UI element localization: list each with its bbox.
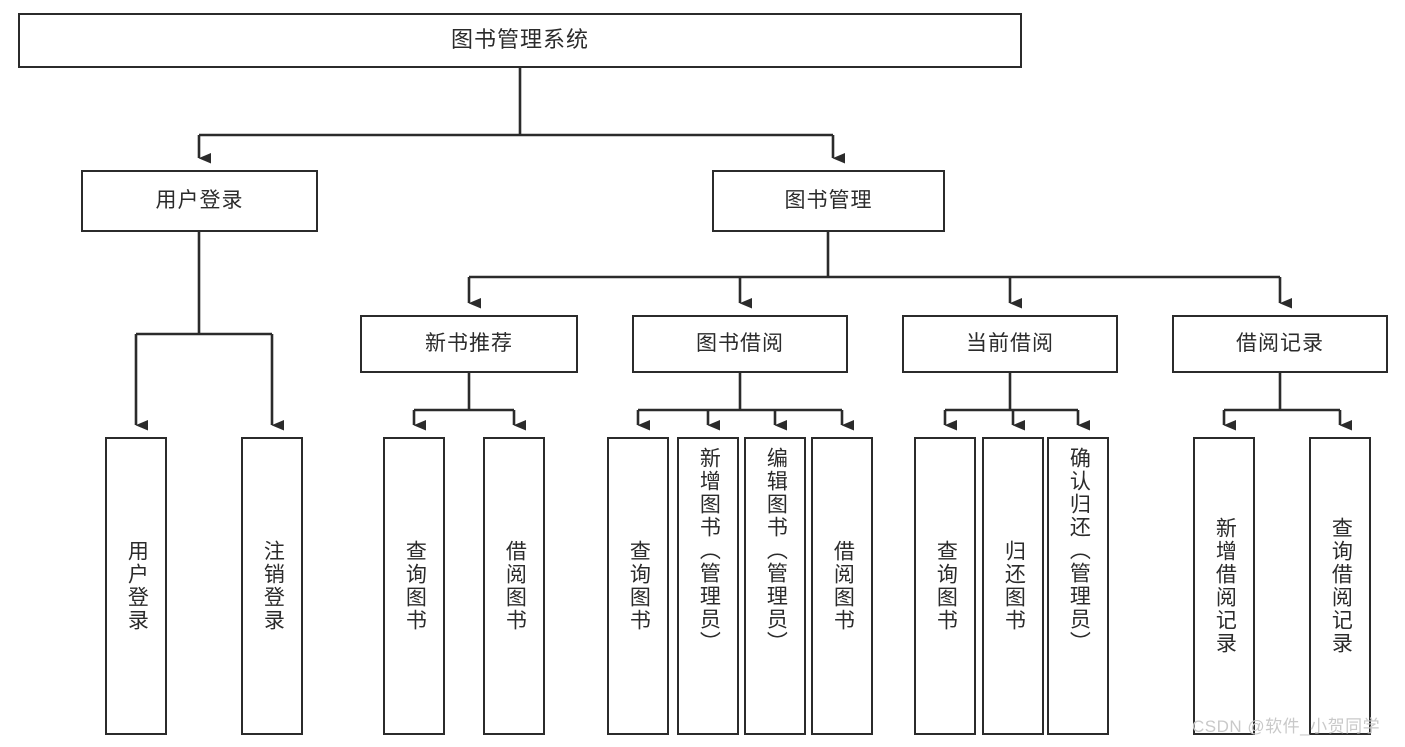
node-label: 新书推荐	[425, 332, 513, 356]
leaf-record-add-borrow-record[interactable]: 新增借阅记录	[1193, 437, 1255, 735]
leaf-user-login-login[interactable]: 用户登录	[105, 437, 167, 735]
node-book-management[interactable]: 图书管理	[712, 170, 945, 232]
node-label: 查询图书	[934, 540, 958, 632]
leaf-current-confirm-return-admin[interactable]: 确认归还（管理员）	[1047, 437, 1109, 735]
leaf-user-login-logout[interactable]: 注销登录	[241, 437, 303, 735]
node-label: 新增借阅记录	[1213, 517, 1237, 655]
node-label: 确认归还（管理员）	[1067, 447, 1091, 654]
node-label: 查询图书	[627, 540, 651, 632]
node-label: 借阅图书	[503, 540, 527, 632]
node-label: 图书借阅	[696, 332, 784, 356]
leaf-borrow-query-books[interactable]: 查询图书	[607, 437, 669, 735]
node-label: 借阅记录	[1236, 332, 1324, 356]
node-new-book-recommendation[interactable]: 新书推荐	[360, 315, 578, 373]
node-label: 当前借阅	[966, 332, 1054, 356]
node-label: 注销登录	[261, 540, 285, 632]
leaf-new-book-borrow-books[interactable]: 借阅图书	[483, 437, 545, 735]
node-label: 图书管理	[784, 189, 873, 213]
node-book-borrow[interactable]: 图书借阅	[632, 315, 848, 373]
leaf-borrow-borrow-books[interactable]: 借阅图书	[811, 437, 873, 735]
leaf-borrow-add-book-admin[interactable]: 新增图书（管理员）	[677, 437, 739, 735]
node-label: 借阅图书	[831, 540, 855, 632]
leaf-current-query-books[interactable]: 查询图书	[914, 437, 976, 735]
node-label: 用户登录	[125, 540, 149, 632]
node-label: 用户登录	[155, 189, 244, 213]
node-label: 查询图书	[403, 540, 427, 632]
node-current-borrow[interactable]: 当前借阅	[902, 315, 1118, 373]
node-label: 编辑图书（管理员）	[764, 447, 788, 654]
node-label: 新增图书（管理员）	[697, 447, 721, 654]
node-user-login[interactable]: 用户登录	[81, 170, 318, 232]
node-label: 图书管理系统	[450, 27, 589, 53]
node-label: 归还图书	[1002, 540, 1026, 632]
leaf-record-query-borrow-record[interactable]: 查询借阅记录	[1309, 437, 1371, 735]
node-root-book-management-system[interactable]: 图书管理系统	[18, 13, 1022, 68]
node-borrow-record[interactable]: 借阅记录	[1172, 315, 1388, 373]
leaf-new-book-query-books[interactable]: 查询图书	[383, 437, 445, 735]
leaf-borrow-edit-book-admin[interactable]: 编辑图书（管理员）	[744, 437, 806, 735]
node-label: 查询借阅记录	[1329, 517, 1353, 655]
leaf-current-return-books[interactable]: 归还图书	[982, 437, 1044, 735]
